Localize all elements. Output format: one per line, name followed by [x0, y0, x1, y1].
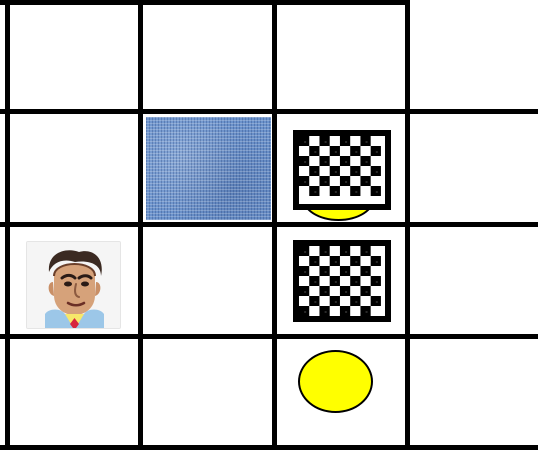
gate-inner	[299, 246, 385, 316]
player-portrait-icon	[26, 241, 121, 329]
checker-pattern-icon	[299, 136, 385, 204]
gate-inner	[299, 136, 385, 204]
grid-line-horizontal	[0, 334, 538, 339]
grid-line-horizontal	[0, 0, 410, 5]
grid-line-horizontal	[0, 445, 538, 450]
checkered-gate-icon	[293, 240, 391, 322]
water-tile-icon	[146, 117, 271, 220]
grid-line-horizontal	[0, 222, 538, 227]
checker-pattern-icon	[299, 246, 385, 316]
player-face-icon	[27, 242, 121, 329]
coin-icon	[298, 350, 373, 413]
grid-line-horizontal	[0, 109, 538, 114]
checkered-gate-icon	[293, 130, 391, 210]
